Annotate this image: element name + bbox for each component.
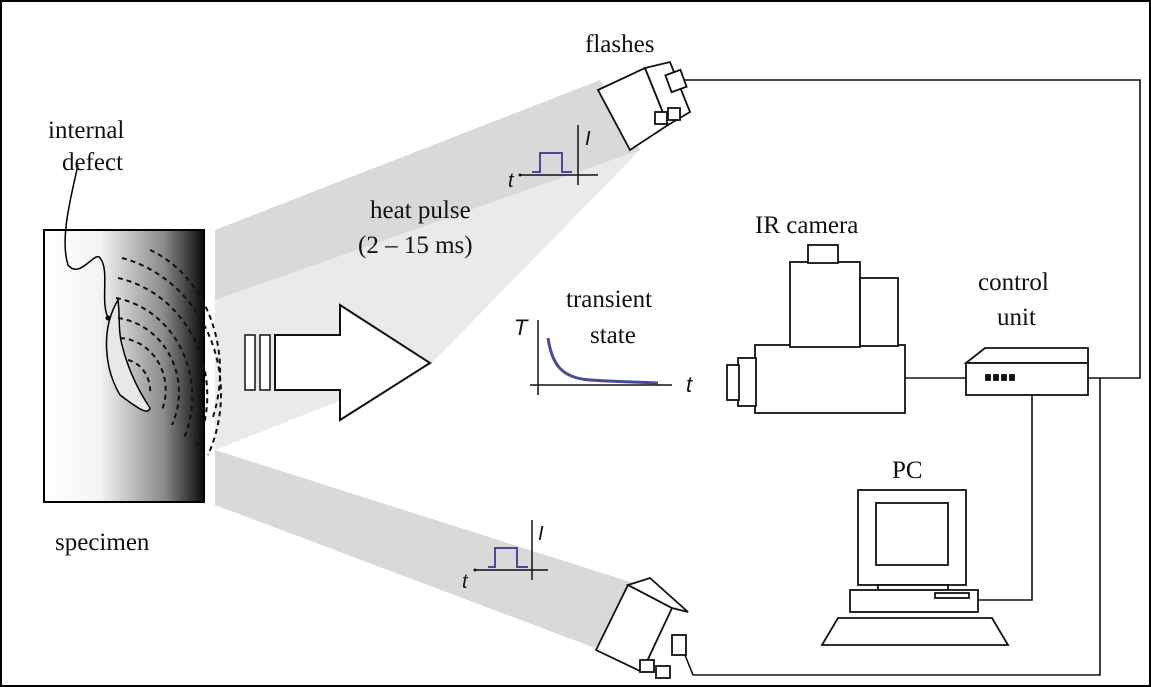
transient-state-label-1: transient	[566, 286, 652, 313]
transient-decay-plot	[530, 320, 672, 395]
defect-pointer-line	[64, 164, 109, 319]
lower-flash-lamp	[594, 576, 689, 679]
upper-flash-lamp	[596, 60, 692, 152]
lower-pulse-i-label: I	[538, 523, 544, 545]
internal-defect-label-1: internal	[48, 117, 124, 144]
internal-defect-shape	[105, 297, 151, 412]
lower-pulse-plot	[473, 520, 548, 580]
heat-pulse-label-2: (2 – 15 ms)	[358, 232, 473, 259]
lower-pulse-t-label: t	[462, 571, 469, 593]
control-unit	[963, 347, 1089, 396]
decay-t-axis-label: T	[514, 315, 529, 340]
upper-pulse-t-label: t	[508, 170, 515, 192]
flashes-label: flashes	[585, 31, 654, 58]
control-unit-label-1: control	[978, 269, 1049, 296]
defect-pointer-dot	[105, 315, 111, 321]
heat-pulse-label-1: heat pulse	[370, 197, 471, 224]
heat-flow-arrow	[244, 303, 432, 422]
transient-state-label-2: state	[590, 322, 636, 349]
control-unit-label-2: unit	[997, 304, 1036, 331]
upper-pulse-i-label: I	[585, 128, 591, 150]
internal-defect-label-2: defect	[62, 149, 123, 176]
ir-camera-label: IR camera	[755, 212, 858, 239]
pc-label: PC	[892, 457, 923, 484]
ir-camera	[726, 244, 906, 414]
lower-heat-beam	[215, 450, 640, 648]
wiring	[684, 79, 1141, 676]
thermal-wave-arcs	[115, 249, 222, 456]
decay-time-axis-label: t	[686, 372, 693, 397]
specimen-label: specimen	[55, 529, 150, 556]
pc-computer	[820, 489, 1010, 646]
upper-pulse-plot	[518, 125, 598, 185]
